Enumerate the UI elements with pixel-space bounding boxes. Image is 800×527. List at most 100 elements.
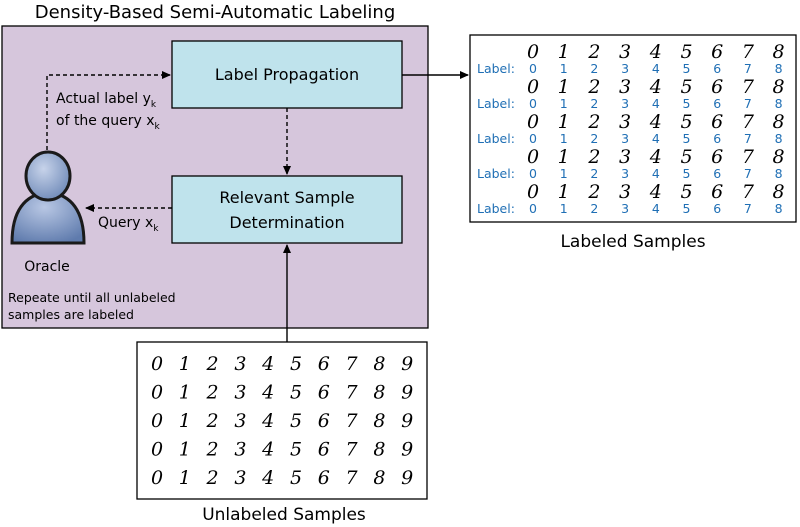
handwritten-digit: 6 <box>711 111 723 133</box>
relevant-sample-box <box>171 175 403 244</box>
label-value: 0 <box>529 96 537 111</box>
handwritten-digit: 1 <box>179 467 191 489</box>
relevant-sample-text-line1: Relevant Sample <box>219 188 354 207</box>
handwritten-digit: 1 <box>558 111 570 133</box>
handwritten-digit: 0 <box>527 111 539 133</box>
handwritten-digit: 3 <box>619 111 631 133</box>
label-value: 1 <box>560 201 568 216</box>
handwritten-digit: 1 <box>558 41 570 63</box>
handwritten-digit: 4 <box>261 382 274 404</box>
label-value: 8 <box>775 61 783 76</box>
handwritten-digit: 9 <box>401 439 413 461</box>
handwritten-digit: 3 <box>619 181 631 203</box>
unlabeled-samples-caption: Unlabeled Samples <box>202 505 366 525</box>
handwritten-digit: 0 <box>527 181 539 203</box>
label-value: 8 <box>775 131 783 146</box>
handwritten-digit: 0 <box>151 467 163 489</box>
label-value: 1 <box>560 61 568 76</box>
handwritten-digit: 2 <box>587 181 600 203</box>
handwritten-digit: 4 <box>649 41 662 63</box>
row-label-prefix: Label: <box>477 166 515 181</box>
label-value: 2 <box>590 166 598 181</box>
label-value: 1 <box>560 96 568 111</box>
handwritten-digit: 3 <box>619 76 631 98</box>
handwritten-digit: 4 <box>649 111 662 133</box>
label-value: 8 <box>775 201 783 216</box>
handwritten-digit: 1 <box>558 76 570 98</box>
handwritten-digit: 1 <box>179 439 191 461</box>
label-value: 0 <box>529 201 537 216</box>
handwritten-digit: 6 <box>711 181 723 203</box>
label-value: 7 <box>744 201 752 216</box>
repeat-note-line1: Repeate until all unlabeled <box>8 290 176 305</box>
handwritten-digit: 6 <box>711 76 723 98</box>
handwritten-digit: 8 <box>773 111 785 133</box>
labeled-samples-grid: Label:00112233445566778899Label:00112233… <box>477 41 785 216</box>
oracle-label: Oracle <box>24 259 70 275</box>
handwritten-digit: 0 <box>151 439 163 461</box>
handwritten-digit: 9 <box>401 382 413 404</box>
repeat-note-line2: samples are labeled <box>8 307 134 322</box>
label-value: 7 <box>744 131 752 146</box>
handwritten-digit: 2 <box>587 146 600 168</box>
handwritten-digit: 8 <box>773 146 785 168</box>
handwritten-digit: 2 <box>587 111 600 133</box>
label-value: 3 <box>621 61 629 76</box>
arrow-oracle-to-propagation <box>46 71 171 150</box>
handwritten-digit: 9 <box>401 467 413 489</box>
handwritten-digit: 7 <box>346 467 359 489</box>
label-value: 8 <box>775 96 783 111</box>
label-value: 4 <box>652 61 660 76</box>
handwritten-digit: 4 <box>261 410 274 432</box>
unlabeled-samples-panel <box>136 341 428 500</box>
handwritten-digit: 6 <box>318 382 330 404</box>
label-value: 6 <box>713 96 721 111</box>
row-label-prefix: Label: <box>477 61 515 76</box>
handwritten-digit: 6 <box>318 353 330 375</box>
handwritten-digit: 8 <box>373 467 385 489</box>
label-value: 3 <box>621 201 629 216</box>
handwritten-digit: 1 <box>179 353 191 375</box>
label-value: 8 <box>775 166 783 181</box>
label-value: 5 <box>683 61 691 76</box>
handwritten-digit: 1 <box>558 146 570 168</box>
handwritten-digit: 3 <box>234 353 246 375</box>
query-annotation: Query xk <box>98 215 159 234</box>
handwritten-digit: 5 <box>290 382 302 404</box>
handwritten-digit: 9 <box>401 353 413 375</box>
label-value: 4 <box>652 96 660 111</box>
label-value: 0 <box>529 166 537 181</box>
handwritten-digit: 3 <box>234 439 246 461</box>
row-label-prefix: Label: <box>477 201 515 216</box>
label-value: 3 <box>621 96 629 111</box>
person-icon <box>10 150 86 245</box>
actual-label-annotation-line2: of the query xk <box>56 113 161 132</box>
label-value: 2 <box>590 201 598 216</box>
label-value: 7 <box>744 61 752 76</box>
label-value: 1 <box>560 131 568 146</box>
handwritten-digit: 6 <box>318 467 330 489</box>
label-value: 1 <box>560 166 568 181</box>
label-value: 4 <box>652 166 660 181</box>
handwritten-digit: 1 <box>558 181 570 203</box>
row-label-prefix: Label: <box>477 131 515 146</box>
labeled-samples-panel <box>469 34 797 223</box>
handwritten-digit: 8 <box>373 439 385 461</box>
label-value: 3 <box>621 131 629 146</box>
handwritten-digit: 0 <box>151 353 163 375</box>
handwritten-digit: 5 <box>290 439 302 461</box>
handwritten-digit: 5 <box>290 467 302 489</box>
handwritten-digit: 5 <box>680 41 692 63</box>
handwritten-digit: 4 <box>649 146 662 168</box>
handwritten-digit: 6 <box>711 146 723 168</box>
handwritten-digit: 8 <box>773 76 785 98</box>
handwritten-digit: 0 <box>527 76 539 98</box>
label-value: 5 <box>683 201 691 216</box>
label-value: 2 <box>590 96 598 111</box>
handwritten-digit: 5 <box>290 410 302 432</box>
relevant-sample-text-line2: Determination <box>229 213 344 232</box>
handwritten-digit: 8 <box>773 41 785 63</box>
handwritten-digit: 5 <box>680 76 692 98</box>
handwritten-digit: 0 <box>527 146 539 168</box>
row-label-prefix: Label: <box>477 96 515 111</box>
